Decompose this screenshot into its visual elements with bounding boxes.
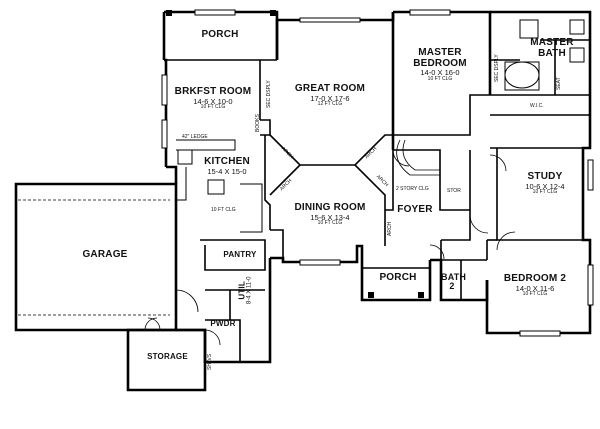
master-bedroom-label: MASTER BEDROOM 14-0 X 16-0 10 FT CLG [400,47,480,82]
wic-note: W.I.C. [530,103,544,109]
pantry-name: PANTRY [223,250,257,259]
master-bedroom-name-1: MASTER [418,47,462,58]
bath2-name-1: BATH [441,272,467,282]
garage-door-tracks [18,199,170,316]
stor-label: STOR [447,188,461,194]
dining-room-dims: 15-6 X 13-4 [310,212,350,222]
bedroom2-dims: 14-0 X 11-6 [515,283,555,293]
breakfast-room-ceiling: 10 FT CLG [200,104,226,111]
windows [161,9,594,337]
master-bedroom-ceiling: 10 FT CLG [427,75,453,82]
bath2-name-2: 2 [449,281,455,292]
master-bedroom-name-2: BEDROOM [413,57,467,69]
shelves-note: SHLVS [207,353,213,370]
bedroom2-ceiling: 10 FT CLG [522,291,548,298]
interior-walls [166,39,590,362]
great-room-label: GREAT ROOM 17-0 X 17-6 12 FT CLG [285,83,375,108]
foyer-ceiling-note: 2 STORY CLG [396,186,429,192]
kitchen-ceiling: 10 FT CLG [211,207,236,213]
storage-label: STORAGE [140,352,195,361]
porch-front-label: PORCH [368,272,428,284]
util-label: UTIL 8-4 X 11-0 [237,270,254,310]
sec-display-note-2: SEC DSPLY [494,54,500,82]
master-bath-label: MASTER BATH [522,37,582,59]
ledge-note: 42" LEDGE [182,134,208,140]
great-room-dims: 17-0 X 17-6 [310,93,350,103]
garage-name: GARAGE [82,249,128,260]
bedroom2-name: BEDROOM 2 [503,273,567,284]
breakfast-room-name: BRKFST ROOM [174,86,252,97]
exterior-walls [14,10,592,392]
study-label: STUDY 10-6 X 12-4 10 FT CLG [510,171,580,196]
garage-label: GARAGE [70,249,140,261]
great-room-ceiling: 12 FT CLG [317,101,343,108]
porch-top-label: PORCH [190,29,250,41]
pwdr-name: PWDR [210,319,236,328]
master-bath-fixtures [504,19,585,91]
pantry-label: PANTRY [215,250,265,259]
util-name: UTIL [237,281,247,300]
great-room-name: GREAT ROOM [294,83,366,94]
study-dims: 10-6 X 12-4 [525,181,565,191]
breakfast-room-label: BRKFST ROOM 14-6 X 10-0 10 FT CLG [168,86,258,111]
kitchen-name: KITCHEN [204,156,250,167]
stair [396,139,441,185]
dining-room-ceiling: 10 FT CLG [317,220,343,227]
kitchen-dims: 15-4 X 15-0 [207,166,247,176]
porch-columns [166,10,424,298]
kitchen-label: KITCHEN 15-4 X 15-0 [192,156,262,176]
bedroom2-label: BEDROOM 2 14-0 X 11-6 10 FT CLG [495,273,575,298]
arch-note-5: ARCH [387,221,393,236]
util-dims: 8-4 X 11-0 [247,276,254,305]
doors [144,149,516,346]
foyer-label: FOYER [390,204,440,216]
storage-name: STORAGE [147,352,188,361]
dining-room-name: DINING ROOM [294,202,366,213]
foyer-name: FOYER [397,204,433,215]
dining-room-label: DINING ROOM 15-6 X 13-4 10 FT CLG [285,202,375,227]
seat-note: SEAT [556,77,562,90]
pwdr-label: PWDR [207,319,239,328]
books-note: BOOKS [255,114,261,132]
study-ceiling: 10 FT CLG [532,189,558,196]
kitchen-fixtures [175,139,263,233]
master-bath-name-1: MASTER [530,37,574,48]
porch-front-name: PORCH [379,272,417,283]
master-bath-name-2: BATH [538,47,566,59]
bath2-label: BATH 2 [441,272,467,292]
porch-top-name: PORCH [201,29,239,40]
study-name: STUDY [527,171,563,182]
master-bedroom-dims: 14-0 X 16-0 [420,68,460,77]
sec-display-note-1: SEC DSPLY [266,80,272,108]
breakfast-room-dims: 14-6 X 10-0 [193,96,233,106]
